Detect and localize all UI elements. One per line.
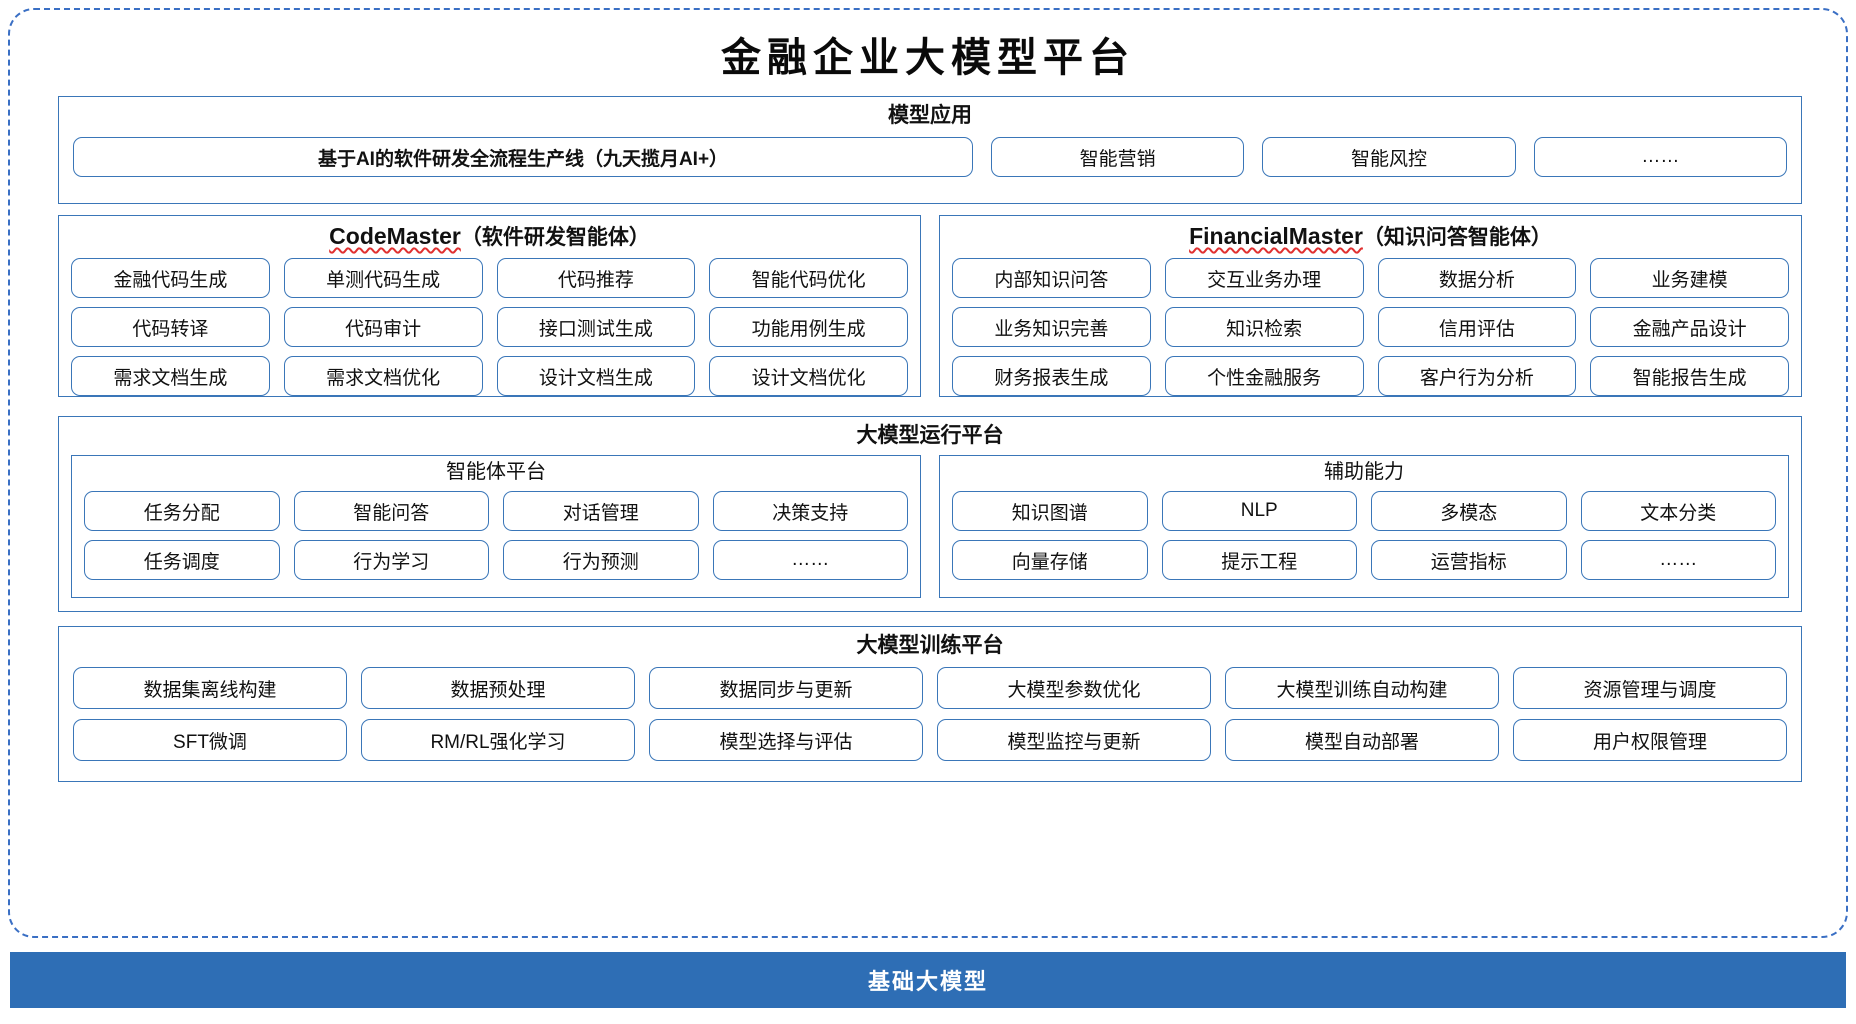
capability-item[interactable]: 知识检索 <box>1164 307 1364 348</box>
runtime-item[interactable]: 多模态 <box>1371 491 1567 532</box>
agent-platform-row-2: 任务调度 行为学习 行为预测 …… <box>84 540 908 581</box>
capability-item[interactable]: 业务建模 <box>1590 258 1789 299</box>
codemaster-row-3: 需求文档生成 需求文档优化 设计文档生成 设计文档优化 <box>71 356 908 397</box>
training-item[interactable]: 用户权限管理 <box>1513 719 1787 762</box>
capability-item[interactable]: 金融代码生成 <box>71 258 270 299</box>
capability-item[interactable]: 代码推荐 <box>496 258 696 299</box>
auxiliary-row-1: 知识图谱 NLP 多模态 文本分类 <box>952 491 1776 532</box>
agent-panels: CodeMaster（软件研发智能体） 金融代码生成 单测代码生成 代码推荐 智… <box>58 215 1802 397</box>
runtime-item[interactable]: 决策支持 <box>712 491 908 532</box>
agent-platform-grid: 任务分配 智能问答 对话管理 决策支持 任务调度 行为学习 行为预测 …… <box>84 491 908 587</box>
runtime-item[interactable]: 对话管理 <box>503 491 699 532</box>
capability-item[interactable]: 代码转译 <box>71 307 270 348</box>
financialmaster-row-3: 财务报表生成 个性金融服务 客户行为分析 智能报告生成 <box>952 356 1789 397</box>
capability-item[interactable]: 智能报告生成 <box>1590 356 1789 397</box>
runtime-item[interactable]: 行为学习 <box>293 540 489 581</box>
capability-item[interactable]: 个性金融服务 <box>1164 356 1364 397</box>
training-item[interactable]: 数据预处理 <box>361 667 635 710</box>
runtime-platform-title: 大模型运行平台 <box>856 424 1004 447</box>
capability-item[interactable]: 需求文档优化 <box>283 356 483 397</box>
runtime-item-more[interactable]: …… <box>1580 540 1776 581</box>
model-application-title: 模型应用 <box>888 104 972 127</box>
financialmaster-title: FinancialMaster（知识问答智能体） <box>952 222 1789 251</box>
financialmaster-name: FinancialMaster <box>1189 223 1363 249</box>
runtime-item[interactable]: 知识图谱 <box>952 491 1148 532</box>
training-row-2: SFT微调 RM/RL强化学习 模型选择与评估 模型监控与更新 模型自动部署 用… <box>73 719 1787 762</box>
capability-item[interactable]: 设计文档生成 <box>496 356 696 397</box>
capability-item[interactable]: 内部知识问答 <box>952 258 1151 299</box>
capability-item[interactable]: 设计文档优化 <box>709 356 908 397</box>
financialmaster-capability-grid: 内部知识问答 交互业务办理 数据分析 业务建模 业务知识完善 知识检索 信用评估… <box>952 258 1789 397</box>
page-title: 金融企业大模型平台 <box>721 35 1135 80</box>
base-model-label: 基础大模型 <box>867 969 988 994</box>
capability-item[interactable]: 客户行为分析 <box>1377 356 1577 397</box>
runtime-item[interactable]: NLP <box>1161 491 1357 532</box>
capability-item[interactable]: 智能代码优化 <box>709 258 908 299</box>
agent-platform-title: 智能体平台 <box>446 461 546 484</box>
capability-item[interactable]: 数据分析 <box>1377 258 1577 299</box>
capability-item[interactable]: 需求文档生成 <box>71 356 270 397</box>
codemaster-row-2: 代码转译 代码审计 接口测试生成 功能用例生成 <box>71 307 908 348</box>
codemaster-capability-grid: 金融代码生成 单测代码生成 代码推荐 智能代码优化 代码转译 代码审计 接口测试… <box>71 258 908 397</box>
capability-item[interactable]: 接口测试生成 <box>496 307 696 348</box>
codemaster-subtitle: （软件研发智能体） <box>460 226 650 249</box>
codemaster-row-1: 金融代码生成 单测代码生成 代码推荐 智能代码优化 <box>71 258 908 299</box>
runtime-item[interactable]: 任务分配 <box>84 491 280 532</box>
capability-item[interactable]: 功能用例生成 <box>709 307 908 348</box>
training-row-1: 数据集离线构建 数据预处理 数据同步与更新 大模型参数优化 大模型训练自动构建 … <box>73 667 1787 710</box>
training-platform-grid: 数据集离线构建 数据预处理 数据同步与更新 大模型参数优化 大模型训练自动构建 … <box>73 667 1787 762</box>
runtime-item[interactable]: 行为预测 <box>503 540 699 581</box>
runtime-item[interactable]: 向量存储 <box>952 540 1148 581</box>
base-model-bar: 基础大模型 <box>10 952 1846 1008</box>
training-item[interactable]: 大模型参数优化 <box>937 667 1211 710</box>
runtime-sub-panels: 智能体平台 任务分配 智能问答 对话管理 决策支持 任务调度 行为学习 行为预测 <box>71 455 1789 599</box>
training-item[interactable]: RM/RL强化学习 <box>361 719 635 762</box>
agent-panel-financialmaster: FinancialMaster（知识问答智能体） 内部知识问答 交互业务办理 数… <box>939 215 1802 397</box>
runtime-platform-section: 大模型运行平台 智能体平台 任务分配 智能问答 对话管理 决策支持 任务调度 <box>58 416 1802 612</box>
training-item[interactable]: 模型选择与评估 <box>649 719 923 762</box>
training-item[interactable]: 资源管理与调度 <box>1513 667 1787 710</box>
financialmaster-subtitle: （知识问答智能体） <box>1362 226 1552 249</box>
runtime-item[interactable]: 文本分类 <box>1580 491 1776 532</box>
agent-platform-row-1: 任务分配 智能问答 对话管理 决策支持 <box>84 491 908 532</box>
training-platform-section: 大模型训练平台 数据集离线构建 数据预处理 数据同步与更新 大模型参数优化 大模… <box>58 626 1802 782</box>
capability-item[interactable]: 财务报表生成 <box>952 356 1151 397</box>
capability-item[interactable]: 业务知识完善 <box>952 307 1151 348</box>
agent-panel-codemaster: CodeMaster（软件研发智能体） 金融代码生成 单测代码生成 代码推荐 智… <box>58 215 921 397</box>
training-item[interactable]: SFT微调 <box>73 719 347 762</box>
runtime-item[interactable]: 任务调度 <box>84 540 280 581</box>
financialmaster-row-1: 内部知识问答 交互业务办理 数据分析 业务建模 <box>952 258 1789 299</box>
capability-item[interactable]: 金融产品设计 <box>1590 307 1789 348</box>
codemaster-name: CodeMaster <box>329 223 461 249</box>
training-item[interactable]: 数据集离线构建 <box>73 667 347 710</box>
capability-item[interactable]: 信用评估 <box>1377 307 1577 348</box>
runtime-item[interactable]: 智能问答 <box>293 491 489 532</box>
training-item[interactable]: 模型监控与更新 <box>937 719 1211 762</box>
auxiliary-capability-title: 辅助能力 <box>1324 461 1404 484</box>
sub-panel-auxiliary-capability: 辅助能力 知识图谱 NLP 多模态 文本分类 向量存储 提示工程 运营指标 <box>939 455 1789 599</box>
auxiliary-row-2: 向量存储 提示工程 运营指标 …… <box>952 540 1776 581</box>
capability-item[interactable]: 交互业务办理 <box>1164 258 1364 299</box>
training-platform-title: 大模型训练平台 <box>856 634 1004 657</box>
capability-item[interactable]: 代码审计 <box>283 307 483 348</box>
training-item[interactable]: 大模型训练自动构建 <box>1225 667 1499 710</box>
app-item-smart-risk-control[interactable]: 智能风控 <box>1262 137 1516 178</box>
model-application-items: 基于AI的软件研发全流程生产线（九天揽月AI+） 智能营销 智能风控 …… <box>73 137 1787 178</box>
sub-panel-agent-platform: 智能体平台 任务分配 智能问答 对话管理 决策支持 任务调度 行为学习 行为预测 <box>71 455 921 599</box>
outer-dashed-frame: 金融企业大模型平台 模型应用 基于AI的软件研发全流程生产线（九天揽月AI+） … <box>8 8 1848 938</box>
capability-item[interactable]: 单测代码生成 <box>283 258 483 299</box>
training-item[interactable]: 数据同步与更新 <box>649 667 923 710</box>
codemaster-title: CodeMaster（软件研发智能体） <box>71 222 908 251</box>
runtime-item-more[interactable]: …… <box>712 540 908 581</box>
training-item[interactable]: 模型自动部署 <box>1225 719 1499 762</box>
financialmaster-row-2: 业务知识完善 知识检索 信用评估 金融产品设计 <box>952 307 1789 348</box>
auxiliary-capability-grid: 知识图谱 NLP 多模态 文本分类 向量存储 提示工程 运营指标 …… <box>952 491 1776 587</box>
runtime-item[interactable]: 运营指标 <box>1371 540 1567 581</box>
app-item-more[interactable]: …… <box>1533 137 1787 178</box>
runtime-item[interactable]: 提示工程 <box>1161 540 1357 581</box>
app-item-smart-marketing[interactable]: 智能营销 <box>991 137 1245 178</box>
app-item-ai-pipeline[interactable]: 基于AI的软件研发全流程生产线（九天揽月AI+） <box>73 137 973 178</box>
model-application-section: 模型应用 基于AI的软件研发全流程生产线（九天揽月AI+） 智能营销 智能风控 … <box>58 96 1802 204</box>
